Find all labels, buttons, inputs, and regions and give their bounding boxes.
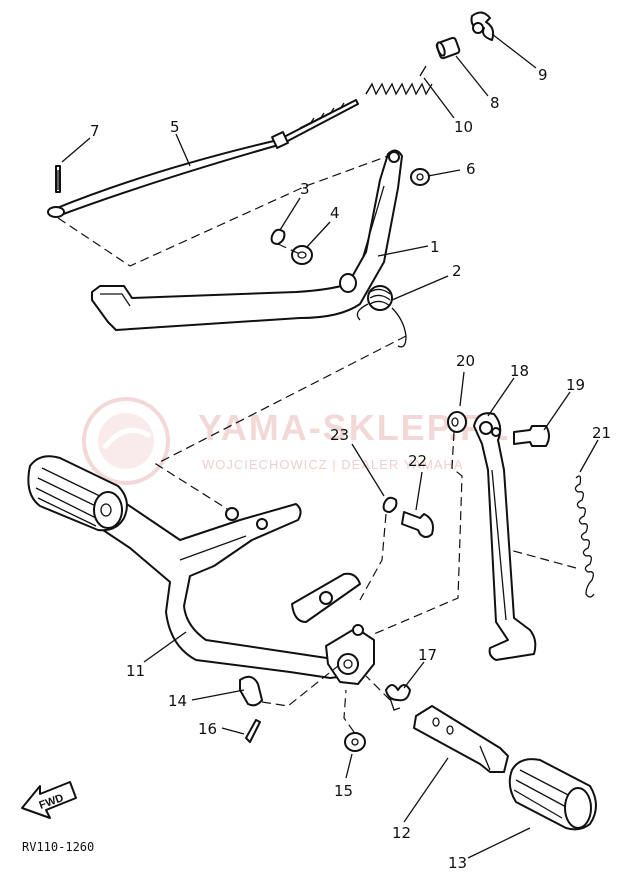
callout-12: 12 xyxy=(392,824,411,842)
clip-23 xyxy=(382,496,398,513)
alignment-lines-upper xyxy=(57,155,407,513)
footrest-12 xyxy=(413,705,509,773)
pin-14 xyxy=(239,675,263,707)
rod-5 xyxy=(47,99,359,218)
cotter-pin-7 xyxy=(55,165,61,193)
callout-8: 8 xyxy=(490,94,500,112)
washer-6 xyxy=(410,168,430,186)
washer-15 xyxy=(344,732,366,752)
callout-17: 17 xyxy=(418,646,437,664)
callout-labels: 1 2 3 4 5 6 7 8 9 10 11 12 13 14 15 16 1… xyxy=(90,66,611,872)
callout-19: 19 xyxy=(566,376,585,394)
brake-pedal-1 xyxy=(91,149,403,331)
footrest-rubber-left xyxy=(27,455,128,532)
callout-7: 7 xyxy=(90,122,100,140)
bolt-19 xyxy=(513,425,550,447)
alignment-lines-lower xyxy=(261,431,577,733)
callout-6: 6 xyxy=(466,160,476,178)
clip-3 xyxy=(270,228,286,245)
washer-4 xyxy=(291,245,313,265)
fwd-arrow: FWD xyxy=(21,781,77,819)
collar-8 xyxy=(435,36,461,60)
watermark-logo xyxy=(82,397,170,485)
callout-4: 4 xyxy=(330,204,340,222)
callout-3: 3 xyxy=(300,180,310,198)
callout-14: 14 xyxy=(168,692,187,710)
collar-20 xyxy=(447,411,467,433)
callout-16: 16 xyxy=(198,720,217,738)
footrest-rubber-13 xyxy=(508,758,597,831)
callout-5: 5 xyxy=(170,118,180,136)
footrest-bar-11 xyxy=(95,493,375,685)
callout-23: 23 xyxy=(330,426,349,444)
callout-2: 2 xyxy=(452,262,462,280)
spring-21 xyxy=(574,475,595,598)
wing-nut-9 xyxy=(470,11,495,41)
cotter-pin-16 xyxy=(245,719,261,743)
spring-17 xyxy=(385,684,411,711)
callout-9: 9 xyxy=(538,66,548,84)
side-stand-18 xyxy=(473,412,537,661)
watermark: YAMA-SKLEP.PL WOJCIECHOWICZ | DEALER YAM… xyxy=(82,397,508,485)
leader-lines xyxy=(61,33,599,859)
diagram-code: RV110-1260 xyxy=(22,840,94,854)
watermark-subtitle: WOJCIECHOWICZ | DEALER YAMAHA xyxy=(202,457,464,472)
callout-21: 21 xyxy=(592,424,611,442)
callout-10: 10 xyxy=(454,118,473,136)
callout-15: 15 xyxy=(334,782,353,800)
callout-18: 18 xyxy=(510,362,529,380)
bolt-22 xyxy=(401,511,434,538)
callout-13: 13 xyxy=(448,854,467,872)
callout-11: 11 xyxy=(126,662,145,680)
callout-22: 22 xyxy=(408,452,427,470)
callout-20: 20 xyxy=(456,352,475,370)
callout-1: 1 xyxy=(430,238,440,256)
spring-10 xyxy=(365,65,433,96)
